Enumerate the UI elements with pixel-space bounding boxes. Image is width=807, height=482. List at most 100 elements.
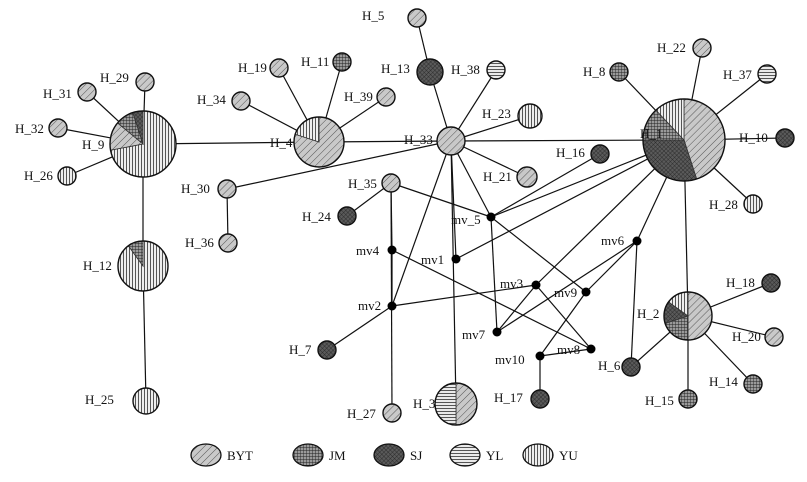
node-h-17 xyxy=(530,389,550,409)
node-circle xyxy=(486,60,506,80)
node-h-32 xyxy=(48,118,68,138)
node-h-2 xyxy=(663,291,713,341)
label-h-39: H_39 xyxy=(344,89,373,104)
node-mv1 xyxy=(451,254,461,264)
edge-mv_5-mv9 xyxy=(490,216,587,293)
label-h-12: H_12 xyxy=(83,258,112,273)
node-outline xyxy=(434,382,478,426)
edge-mv10-mv8 xyxy=(539,348,592,357)
node-circle xyxy=(761,273,781,293)
label-h-17: H_17 xyxy=(494,390,523,405)
node-circle xyxy=(135,72,155,92)
label-h-34: H_34 xyxy=(197,92,226,107)
node-h-33 xyxy=(436,126,466,156)
node-circle xyxy=(317,340,337,360)
node-h-1 xyxy=(642,98,726,182)
node-circle xyxy=(621,357,641,377)
legend-swatch xyxy=(373,443,405,467)
node-h-5 xyxy=(407,8,427,28)
edge-mv3-mv8 xyxy=(535,284,592,350)
node-h-23 xyxy=(517,103,543,129)
node-h-29 xyxy=(135,72,155,92)
node-circle xyxy=(757,64,777,84)
node-h-8 xyxy=(609,62,629,82)
edge-H_33-H_3 xyxy=(450,140,457,405)
node-h-37 xyxy=(757,64,777,84)
node-circle xyxy=(217,179,237,199)
node-h-4 xyxy=(293,116,345,168)
median-vector-dot xyxy=(581,287,591,297)
node-h-10 xyxy=(775,128,795,148)
legend-swatch xyxy=(292,443,324,467)
edge-mv2-mv3 xyxy=(391,284,537,307)
node-circle xyxy=(743,374,763,394)
node-circle xyxy=(517,103,543,129)
label-mv9: mv9 xyxy=(554,285,577,300)
label-h-8: H_8 xyxy=(583,64,605,79)
edge-mv7-mv6 xyxy=(496,240,638,333)
edge-H_33-mv2 xyxy=(391,140,452,307)
median-vector-dot xyxy=(486,212,496,222)
legend-label: YL xyxy=(486,448,503,463)
label-h-13: H_13 xyxy=(381,61,410,76)
node-h-15 xyxy=(678,389,698,409)
node-circle xyxy=(332,52,352,72)
node-h-18 xyxy=(761,273,781,293)
node-circle xyxy=(530,389,550,409)
node-outline xyxy=(293,116,345,168)
node-mv-5 xyxy=(486,212,496,222)
label-h-15: H_15 xyxy=(645,393,674,408)
node-outline xyxy=(642,98,726,182)
label-mv8: mv8 xyxy=(557,342,580,357)
node-h-13 xyxy=(416,58,444,86)
node-circle xyxy=(775,128,795,148)
label-h-6: H_6 xyxy=(598,358,621,373)
label-h-33: H_33 xyxy=(404,132,433,147)
node-circle xyxy=(269,58,289,78)
legend-label: SJ xyxy=(410,448,422,463)
edge-H_30-H_33 xyxy=(226,140,452,190)
node-h-7 xyxy=(317,340,337,360)
label-mv4: mv4 xyxy=(356,243,380,258)
node-mv2 xyxy=(387,301,397,311)
edge-mv4-mv8 xyxy=(391,249,592,350)
edge-mv2-H_7 xyxy=(326,305,393,351)
label-h-18: H_18 xyxy=(726,275,755,290)
edge-mv6-H_6 xyxy=(630,240,638,368)
label-h-19: H_19 xyxy=(238,60,267,75)
node-circle xyxy=(77,82,97,102)
node-h-28 xyxy=(743,194,763,214)
edge-mv_5-H_16 xyxy=(490,153,601,218)
node-circle xyxy=(382,403,402,423)
node-circle xyxy=(590,144,610,164)
node-h-14 xyxy=(743,374,763,394)
label-h-5: H_5 xyxy=(362,8,384,23)
median-vector-dot xyxy=(387,301,397,311)
node-h-31 xyxy=(77,82,97,102)
node-circle xyxy=(376,87,396,107)
node-circle xyxy=(764,327,784,347)
label-h-14: H_14 xyxy=(709,374,738,389)
edge-mv9-mv6 xyxy=(585,240,638,293)
median-vector-dot xyxy=(387,245,397,255)
legend-item-byt: BYT xyxy=(190,443,253,467)
label-h-9: H_9 xyxy=(82,137,104,152)
node-h-39 xyxy=(376,87,396,107)
node-outline xyxy=(109,110,177,178)
node-circle xyxy=(416,58,444,86)
node-circle xyxy=(57,166,77,186)
label-h-30: H_30 xyxy=(181,181,210,196)
label-h-3: H_3 xyxy=(413,396,435,411)
label-h-31: H_31 xyxy=(43,86,72,101)
label-mv3: mv3 xyxy=(500,276,523,291)
node-h-38 xyxy=(486,60,506,80)
median-vector-dot xyxy=(451,254,461,264)
node-h-11 xyxy=(332,52,352,72)
legend-item-yl: YL xyxy=(449,443,503,467)
label-mv2: mv2 xyxy=(358,298,381,313)
node-h-35 xyxy=(381,173,401,193)
label-h-24: H_24 xyxy=(302,209,331,224)
